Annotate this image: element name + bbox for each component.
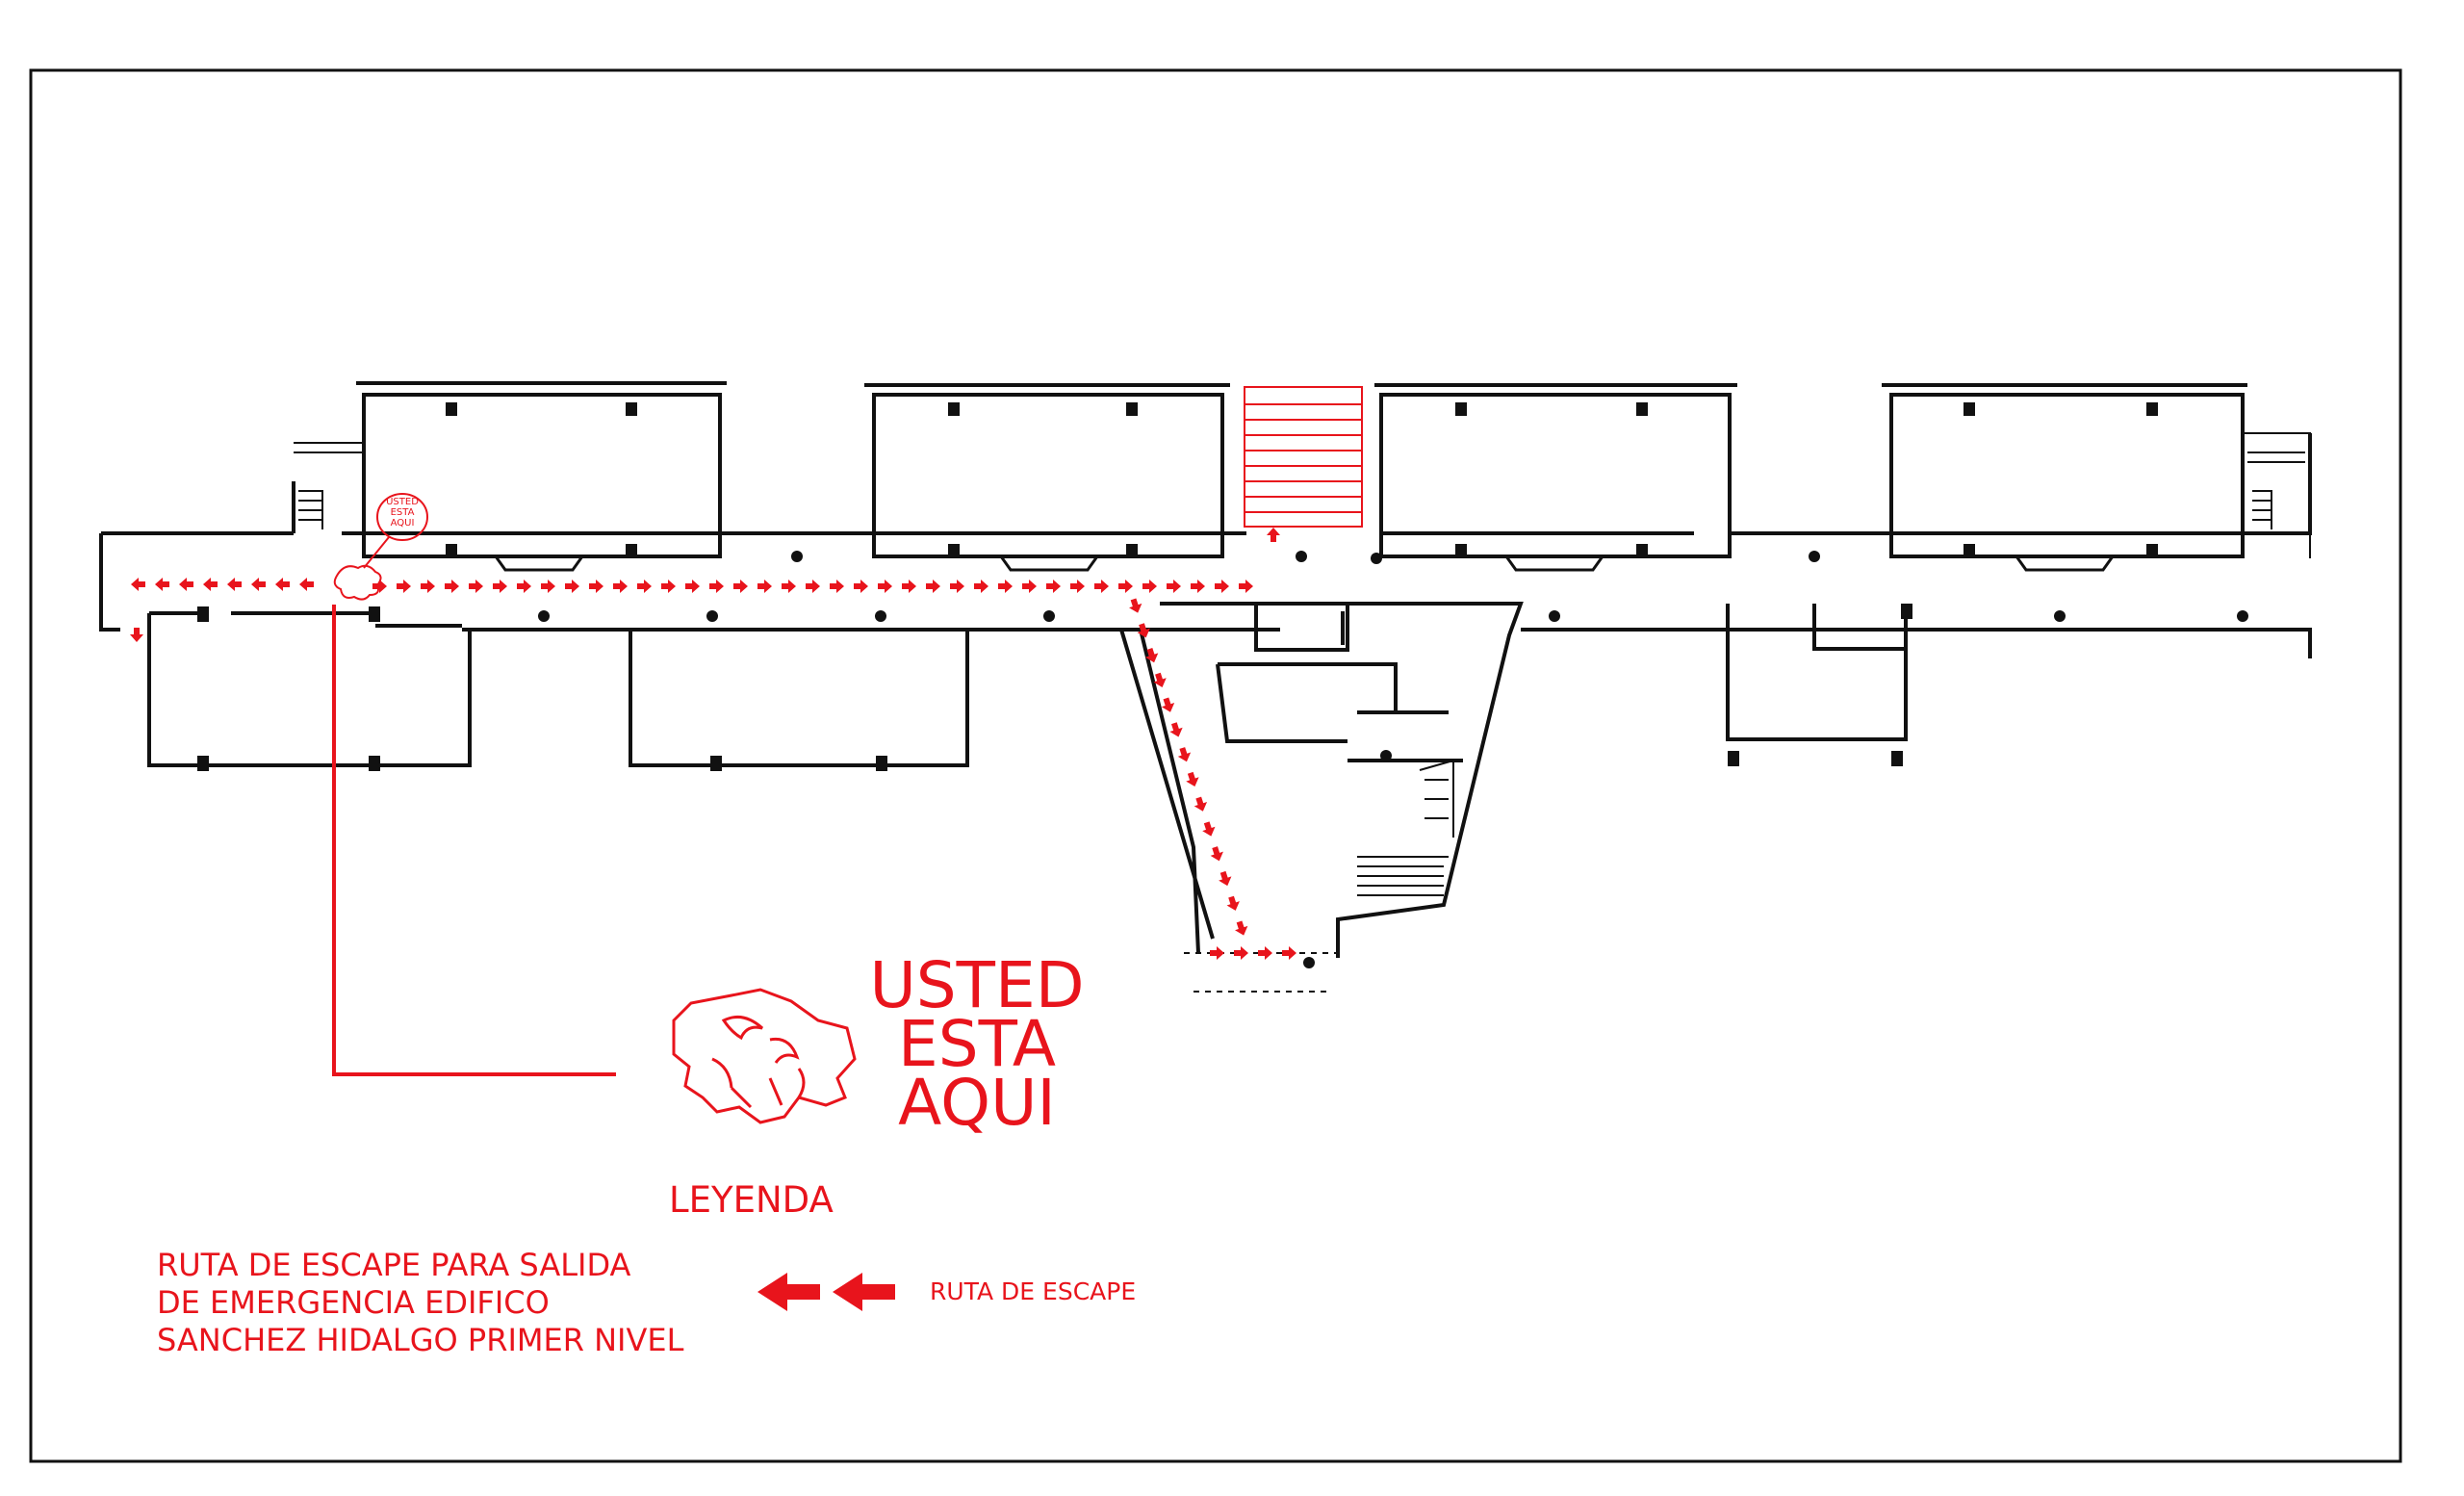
route-arrow (421, 580, 435, 593)
building-walls (99, 381, 2312, 993)
columns (197, 402, 2248, 968)
route-arrow (1234, 946, 1248, 960)
route-arrow (1258, 946, 1272, 960)
route-arrow (709, 580, 724, 593)
legend-route-label: RUTA DE ESCAPE (930, 1277, 1137, 1305)
route-arrow (517, 580, 531, 593)
route-arrow (1144, 648, 1159, 663)
route-arrow (613, 580, 628, 593)
route-arrow (854, 580, 868, 593)
route-arrow (806, 580, 820, 593)
route-arrow (782, 580, 796, 593)
route-arrow (1169, 722, 1183, 737)
label-line: ESTA (898, 1007, 1056, 1081)
route-arrow (1235, 920, 1248, 936)
route-arrow (1210, 946, 1224, 960)
map-frame (29, 68, 2402, 1463)
stairwell-core (1357, 759, 1454, 896)
route-arrow (565, 580, 579, 593)
route-arrow (1142, 580, 1157, 593)
route-arrow (1267, 528, 1280, 542)
route-arrow (950, 580, 964, 593)
route-arrow (757, 580, 772, 593)
route-arrow (902, 580, 916, 593)
route-arrow (1215, 580, 1229, 593)
route-arrow (203, 578, 218, 591)
route-arrow (1129, 598, 1142, 613)
small-label-line: USTED (386, 497, 419, 507)
you-are-here-large-icon (672, 988, 857, 1124)
route-arrow (637, 580, 652, 593)
route-arrow (733, 580, 748, 593)
route-arrow (372, 580, 387, 593)
route-arrow (1118, 580, 1133, 593)
route-arrow (541, 580, 555, 593)
route-arrow (1194, 796, 1208, 812)
route-arrow (299, 578, 314, 591)
you-are-here-small-label: USTED ESTA AQUI (376, 497, 428, 529)
route-arrow (589, 580, 603, 593)
route-arrow (1177, 747, 1192, 762)
route-arrow (1219, 870, 1232, 887)
route-arrow (1186, 771, 1199, 787)
route-arrow (1191, 580, 1205, 593)
label-line: USTED (869, 948, 1085, 1022)
route-arrow (1070, 580, 1085, 593)
legend-title: LEYENDA (669, 1179, 834, 1221)
route-arrow (1282, 946, 1296, 960)
route-arrow (227, 578, 242, 591)
small-label-line: AQUI (390, 518, 415, 529)
route-arrow (1226, 895, 1240, 911)
route-arrow (179, 578, 193, 591)
route-arrow (998, 580, 1013, 593)
route-arrow (830, 580, 844, 593)
route-arrow (131, 578, 145, 591)
route-arrow (1046, 580, 1061, 593)
route-arrow (445, 580, 459, 593)
you-are-here-leader-line (332, 605, 616, 1076)
route-arrow (251, 578, 266, 591)
description-line: RUTA DE ESCAPE PARA SALIDA (157, 1247, 631, 1283)
route-arrow (1210, 846, 1223, 862)
route-arrow (155, 578, 169, 591)
route-arrow (926, 580, 940, 593)
route-arrow (397, 580, 411, 593)
route-arrow (1022, 580, 1037, 593)
you-are-here-small-icon (333, 493, 428, 601)
stairwell-east (2243, 432, 2311, 558)
description-line: SANCHEZ HIDALGO PRIMER NIVEL (157, 1322, 684, 1358)
small-label-line: ESTA (390, 507, 415, 518)
route-arrow (1161, 697, 1175, 712)
route-arrow (275, 578, 290, 591)
route-arrow (1153, 672, 1167, 687)
route-arrow (661, 580, 676, 593)
stairwell-west (294, 442, 364, 529)
plan-description: RUTA DE ESCAPE PARA SALIDA DE EMERGENCIA… (157, 1247, 683, 1359)
route-arrow (1094, 580, 1109, 593)
description-line: DE EMERGENCIA EDIFICO (157, 1284, 550, 1321)
route-arrow (1239, 580, 1253, 593)
route-arrow (974, 580, 988, 593)
legend-arrows-icon (757, 1273, 895, 1311)
route-arrow (1167, 580, 1181, 593)
label-line: AQUI (898, 1066, 1056, 1140)
route-arrow (685, 580, 700, 593)
route-arrow (878, 580, 892, 593)
route-arrow (130, 628, 143, 642)
benches (493, 555, 2116, 572)
route-arrow (493, 580, 507, 593)
route-arrow (469, 580, 483, 593)
route-arrow (1137, 623, 1150, 638)
route-arrow (1202, 821, 1216, 837)
escape-route (130, 528, 1296, 960)
you-are-here-label: USTED ESTA AQUI (866, 948, 1088, 1140)
stairwell-north (1244, 386, 1363, 528)
